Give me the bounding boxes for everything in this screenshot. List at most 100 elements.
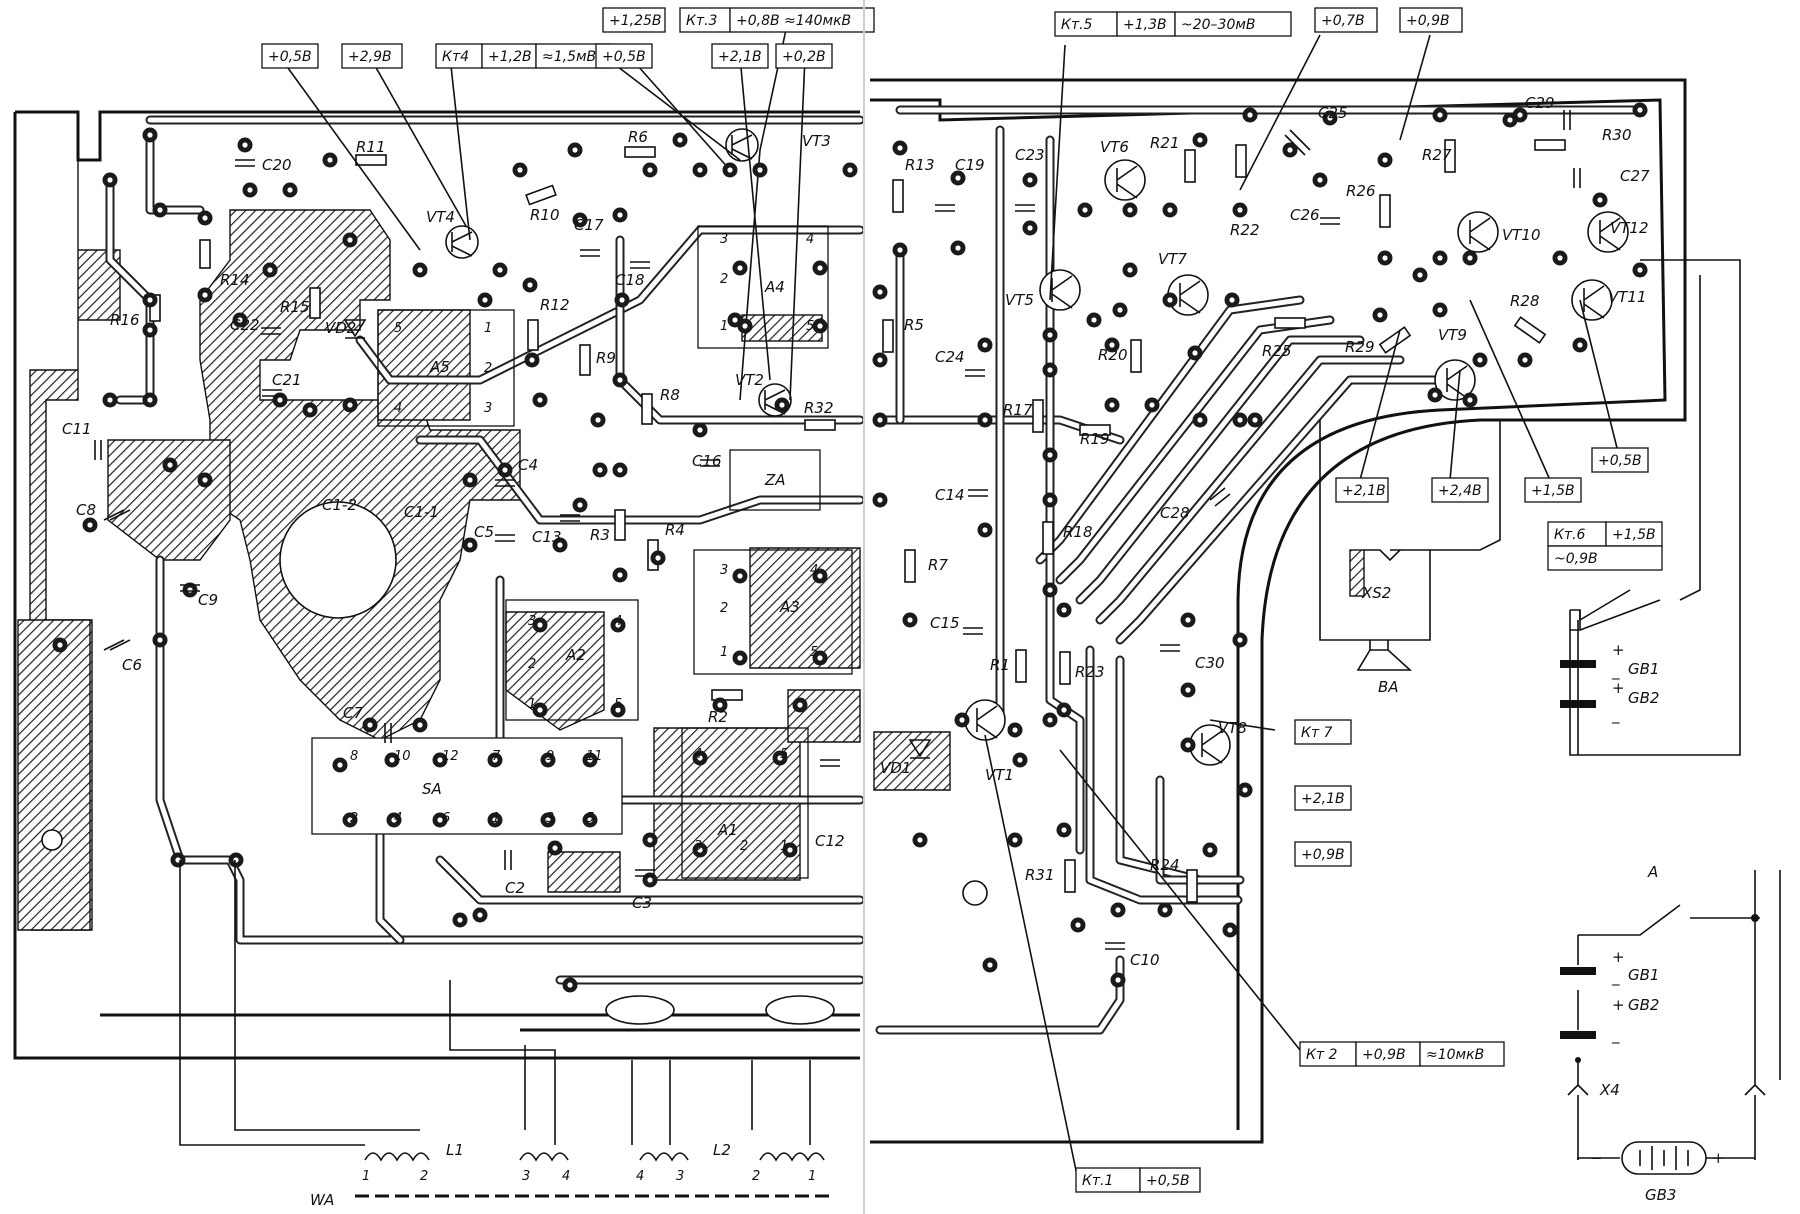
solder-pad-right-43 [1472,352,1488,368]
tag-right-1-text-1: +1,3В [1123,17,1167,33]
tag-right-11-text-0: +0,9В [1301,847,1345,863]
pin-A5-3: 3 [484,401,492,416]
solder-pad-right-70 [1237,782,1253,798]
label-VT9: VT9 [1438,326,1467,344]
solder-pad-right-21 [1077,202,1093,218]
resistor-R10 [525,184,557,206]
slot-oval-2 [765,995,835,1025]
label-R32: R32 [804,399,834,417]
jack-XS2 [1349,549,1365,597]
tag-right-9-text-0: Кт 7 [1301,725,1333,741]
solder-pad-left-32 [752,162,768,178]
solder-pad-right-34 [1462,250,1478,266]
tuner-hole [279,501,397,619]
pin-A2-2: 2 [528,657,536,672]
label-VT10: VT10 [1502,226,1541,244]
solder-pad-left-52 [342,812,358,828]
pin-A5-2: 2 [484,361,492,376]
solder-pad-left-11 [342,232,358,248]
tag-right-1-text-2: ~20–30мВ [1181,17,1256,33]
pin-A3-2: 2 [720,601,728,616]
solder-pad-left-95 [412,717,428,733]
transistor-VT5 [1039,269,1081,311]
tag-right-5-text-0: +2,4В [1438,483,1482,499]
label-C11: C11 [62,420,92,438]
tag-right-7-text-0: +0,5В [1598,453,1642,469]
label-R28: R28 [1510,292,1540,310]
label-XS2: XS2 [1361,584,1391,602]
transistor-VT8 [1189,724,1231,766]
solder-pad-left-19 [492,262,508,278]
left-edge-plane [17,619,91,931]
label-R7: R7 [928,556,948,574]
label-GB1-b: GB1 [1628,966,1659,984]
solder-pad-right-45 [1462,392,1478,408]
solder-pad-left-53 [386,812,402,828]
right-board: + _ + _ GB1 GB2 A + _ + _ GB1 GB2 X4 − [870,7,1781,1204]
label-R14: R14 [220,271,250,289]
label-R30: R30 [1602,126,1632,144]
label-C27: C27 [1620,167,1650,185]
solder-pad-right-66 [1180,612,1196,628]
tag-right-7: +0,5В [1591,447,1649,473]
label-VT5: VT5 [1005,291,1034,309]
tag-right-8-text-1: +1,5В [1612,527,1656,543]
resistor-R18 [1042,521,1054,555]
module-A3 [693,549,853,675]
switch-SA [311,737,623,835]
label-C21: C21 [272,371,302,389]
label-C2: C2 [505,879,525,897]
resistor-R9 [579,344,591,376]
slot-oval-1 [605,995,675,1025]
label-R11: R11 [356,138,386,156]
resistor-R8 [641,393,653,425]
left-labels: C20 R11 R6 VT3 VT4 R10 C17 R14 R16 R15 C… [62,128,845,1209]
cell-GB1 [1560,660,1596,668]
solder-pad-right-46 [1432,302,1448,318]
pin-A5-1: 1 [484,321,492,336]
tag-left-3: Кт4+1,2В≈1,5мВ [435,43,611,69]
tag-left-4: +1,25В [602,7,666,33]
solder-pad-right-20 [1104,397,1120,413]
label-C13: C13 [532,528,562,546]
mount-hole-left [41,829,63,851]
solder-pad-right-3 [950,240,966,256]
solder-pad-right-5 [1022,220,1038,236]
resistor-R31 [1064,859,1076,893]
resistor-R23 [1059,651,1071,685]
solder-pad-left-80 [732,568,748,584]
pin-A2-4: 4 [614,614,622,629]
pin-A1-2: 2 [740,839,748,854]
resistor-R14 [199,239,211,269]
label-R25: R25 [1262,342,1292,360]
label-C15: C15 [930,614,960,632]
pin-L2-3: 3 [676,1169,684,1184]
solder-pad-left-27 [572,212,588,228]
solder-pad-left-16 [302,402,318,418]
solder-pad-left-64 [462,472,478,488]
label-GB2-a: GB2 [1628,689,1659,707]
label-C24: C24 [935,348,965,366]
label-VT6: VT6 [1100,138,1129,156]
solder-pad-left-50 [540,752,556,768]
label-R26: R26 [1346,182,1376,200]
solder-pad-right-60 [912,832,928,848]
solder-pad-left-81 [812,568,828,584]
solder-pad-left-4 [322,152,338,168]
solder-pad-left-46 [332,757,348,773]
solder-pad-right-53 [1187,345,1203,361]
label-C18: C18 [615,271,645,289]
pin-A4-3: 3 [720,232,728,247]
pin-A4-1: 1 [720,319,728,334]
label-VT11: VT11 [1608,288,1647,306]
solder-pad-left-90 [692,750,708,766]
solder-pad-right-38 [1512,107,1528,123]
solder-pad-left-73 [692,422,708,438]
solder-pad-right-56 [872,492,888,508]
resistor-R22 [1235,144,1247,178]
solder-pad-right-16 [1086,312,1102,328]
label-A1: A1 [717,821,738,839]
tag-right-1: Кт.5+1,3В~20–30мВ [1054,11,1292,37]
resistor-R7 [904,549,916,583]
